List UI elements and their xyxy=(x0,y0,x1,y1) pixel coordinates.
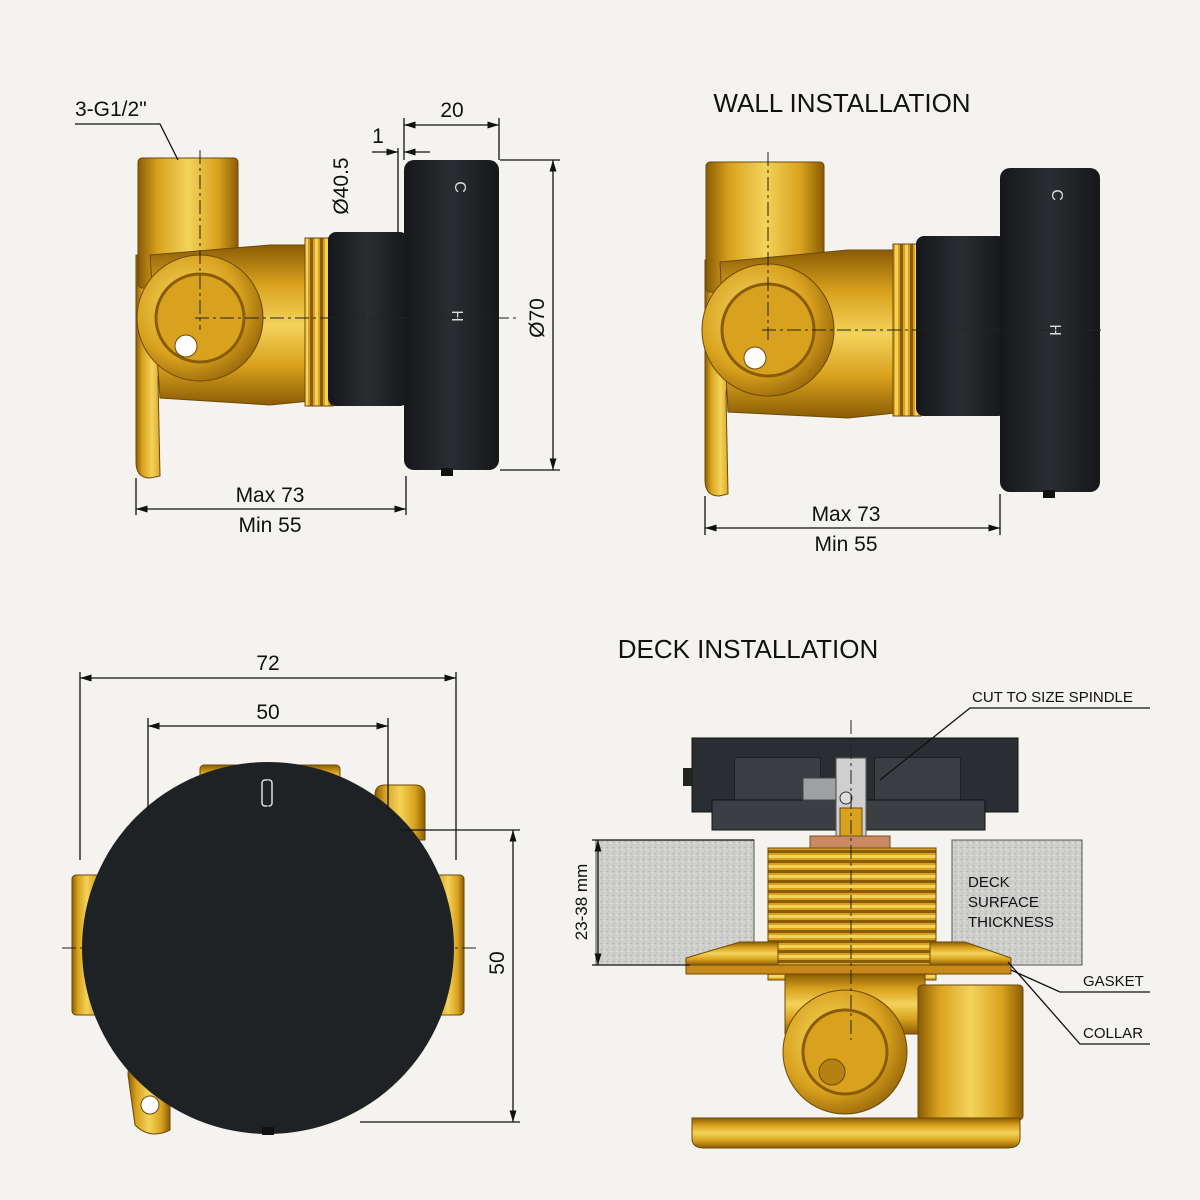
bracket-hole xyxy=(174,334,198,358)
gasket xyxy=(685,964,1012,975)
bracket-hole xyxy=(140,1095,160,1115)
spindle-washer xyxy=(809,835,891,849)
deck-installation-title: DECK INSTALLATION xyxy=(618,634,879,664)
gasket-leader-line-icon xyxy=(1010,969,1150,993)
thread-label: 3-G1/2" xyxy=(75,98,147,121)
width-72-label: 72 xyxy=(256,652,279,675)
gasket-callout: GASKET xyxy=(1083,973,1144,990)
deck-callout-line1: DECK xyxy=(968,874,1010,891)
collar-leader-line-icon xyxy=(1007,961,1150,1045)
bracket-hole xyxy=(743,346,767,370)
knob-sleeve xyxy=(328,232,408,406)
cold-mark: C xyxy=(451,181,468,193)
large-diameter-label: Ø70 xyxy=(526,298,549,338)
thread-leader-line-icon xyxy=(75,123,179,161)
grub-screw xyxy=(1043,490,1055,498)
grub-screw xyxy=(262,1127,274,1135)
collar-callout: COLLAR xyxy=(1083,1025,1143,1042)
spindle-callout: CUT TO SIZE SPINDLE xyxy=(972,689,1133,706)
depth-label: 20 xyxy=(440,99,463,122)
min-depth-label: Min 55 xyxy=(238,514,301,537)
port-plug xyxy=(818,1058,846,1086)
hot-mark: H xyxy=(448,310,465,322)
port-bore xyxy=(801,1008,889,1096)
cap-cavity-right xyxy=(875,758,960,800)
knob-sleeve xyxy=(916,236,1006,416)
cold-mark: C xyxy=(1048,189,1065,201)
wall-view-dimensioned: C H 3-G1/2" 20 1 Ø40.5 Ø70 Max 73 Min 55 xyxy=(75,98,560,537)
deck-slab-right xyxy=(951,839,1083,966)
cover-plate xyxy=(404,160,499,470)
min-depth-label: Min 55 xyxy=(814,533,877,556)
grub-screw xyxy=(441,468,453,476)
threaded-body xyxy=(767,847,937,981)
max-depth-label: Max 73 xyxy=(812,503,881,526)
deck-callout-line3: THICKNESS xyxy=(968,914,1054,931)
height-50-label: 50 xyxy=(486,951,509,974)
spindle-leader-line-icon xyxy=(879,707,1150,781)
deck-range-label: 23-38 mm xyxy=(572,864,591,941)
wall-installation-view: WALL INSTALLATION C H Max 73 Min 55 xyxy=(701,88,1105,556)
hot-mark: H xyxy=(1046,324,1063,336)
width-50-label: 50 xyxy=(256,701,279,724)
deck-installation-view: DECK INSTALLATION 23-38 mm xyxy=(572,634,1150,1149)
outlet-tube xyxy=(917,984,1024,1121)
base-bracket xyxy=(691,1117,1021,1149)
deck-callout-line2: SURFACE xyxy=(968,894,1039,911)
deck-slab-left xyxy=(595,839,755,966)
spindle-screw xyxy=(839,791,853,805)
indicator-mark xyxy=(261,779,273,807)
grub-screw xyxy=(683,768,693,786)
max-depth-label: Max 73 xyxy=(236,484,305,507)
gap-label: 1 xyxy=(372,125,384,148)
spindle-key xyxy=(802,777,837,801)
collar-right xyxy=(929,941,1012,966)
wall-installation-title: WALL INSTALLATION xyxy=(713,88,970,118)
small-diameter-label: Ø40.5 xyxy=(330,157,353,214)
front-view: 72 50 50 xyxy=(62,652,520,1135)
collar-left xyxy=(685,941,779,966)
